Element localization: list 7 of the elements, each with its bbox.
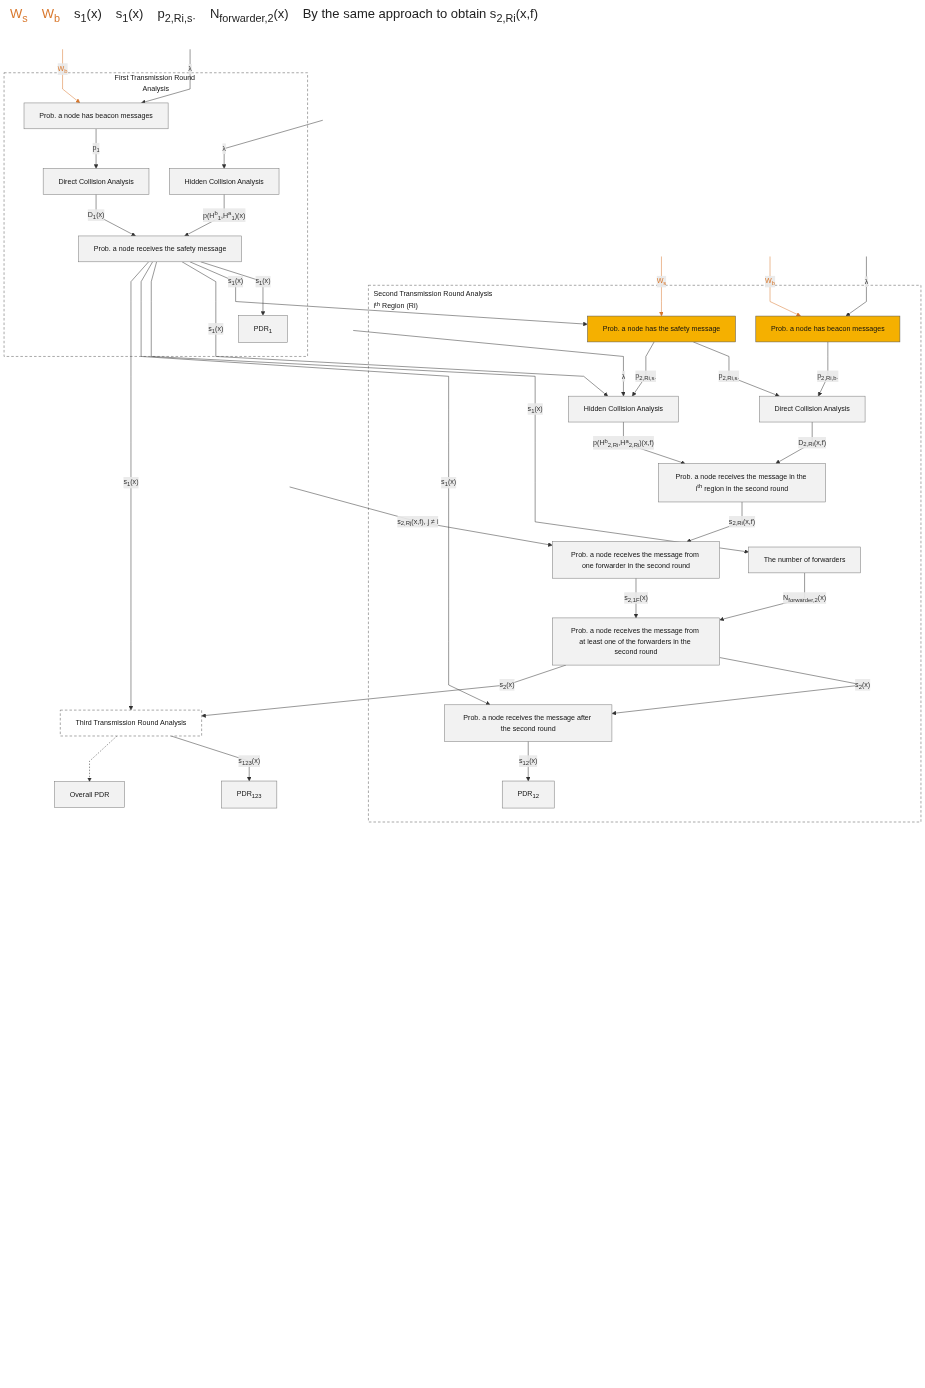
signal-label: W$_{b}$ [41,6,60,24]
annotation-text: p$_{2,Ri,s·}$ [157,6,196,24]
annotation-text: By the same approach to obtain s$_{2,Ri}$(x,f) [302,6,539,24]
annotation-text: N$_{forwarder,2}$(x) [209,6,289,24]
signal-label: W$_{s}$ [10,6,28,24]
annotation-text: s$_{1}$(x) [115,6,144,24]
annotation-text: s$_{1}$(x) [74,6,102,24]
